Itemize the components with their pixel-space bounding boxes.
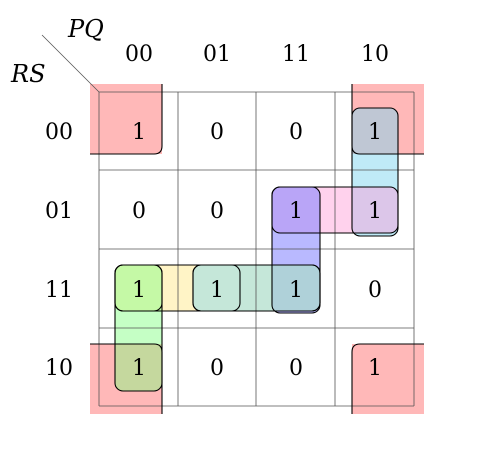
group-outlines (90, 84, 424, 414)
outline-col10-r00-01 (351, 107, 399, 237)
column-header: 00 (125, 42, 153, 67)
group-row11-c01-11 (193, 265, 320, 311)
group-col10-r00-01 (352, 108, 398, 236)
row-variables-label: RS (10, 60, 46, 88)
cell-value: 0 (210, 356, 224, 381)
cell-value: 0 (289, 120, 303, 145)
cell-value: 1 (132, 278, 146, 303)
grid (98, 91, 415, 407)
group-col11-r01-11 (272, 187, 320, 313)
cell-value: 0 (132, 199, 146, 224)
group-corners-bottom-left (90, 344, 162, 414)
outline-cell-r11-c01 (192, 264, 241, 312)
corner-diagonal (41, 34, 100, 93)
cell-value: 1 (368, 120, 382, 145)
group-row11-c00-11 (115, 265, 320, 311)
cell-value: 1 (210, 278, 224, 303)
cell-value: 0 (289, 356, 303, 381)
cell-value: 0 (368, 278, 382, 303)
row-header: 11 (45, 278, 73, 303)
outline-corner-top-left (90, 84, 163, 155)
cell-value: 1 (132, 120, 146, 145)
cell-value: 1 (368, 199, 382, 224)
group-corners-top-left (90, 84, 162, 154)
cell-value: 0 (210, 120, 224, 145)
row-header: 00 (45, 120, 73, 145)
cell-values: 1 0 0 1 0 0 1 1 1 1 1 0 1 0 0 1 (132, 120, 382, 381)
cell-value: 1 (132, 356, 146, 381)
column-header: 11 (282, 42, 310, 67)
outline-col11-r01-11 (271, 186, 321, 314)
row-header: 10 (45, 356, 73, 381)
column-header: 10 (361, 42, 389, 67)
column-header: 01 (203, 42, 231, 67)
column-headers: 00 01 11 10 (125, 42, 389, 67)
row-header: 01 (45, 199, 73, 224)
outline-cell-r11-c00 (114, 264, 163, 312)
cell-value: 1 (368, 356, 382, 381)
column-variables-label: PQ (67, 15, 104, 43)
cell-value: 1 (289, 278, 303, 303)
outline-corner-bottom-right (351, 343, 424, 414)
row-headers: 00 01 11 10 (45, 120, 73, 381)
group-corners-bottom-right (352, 344, 424, 414)
cell-value: 1 (289, 199, 303, 224)
cell-value: 0 (210, 199, 224, 224)
